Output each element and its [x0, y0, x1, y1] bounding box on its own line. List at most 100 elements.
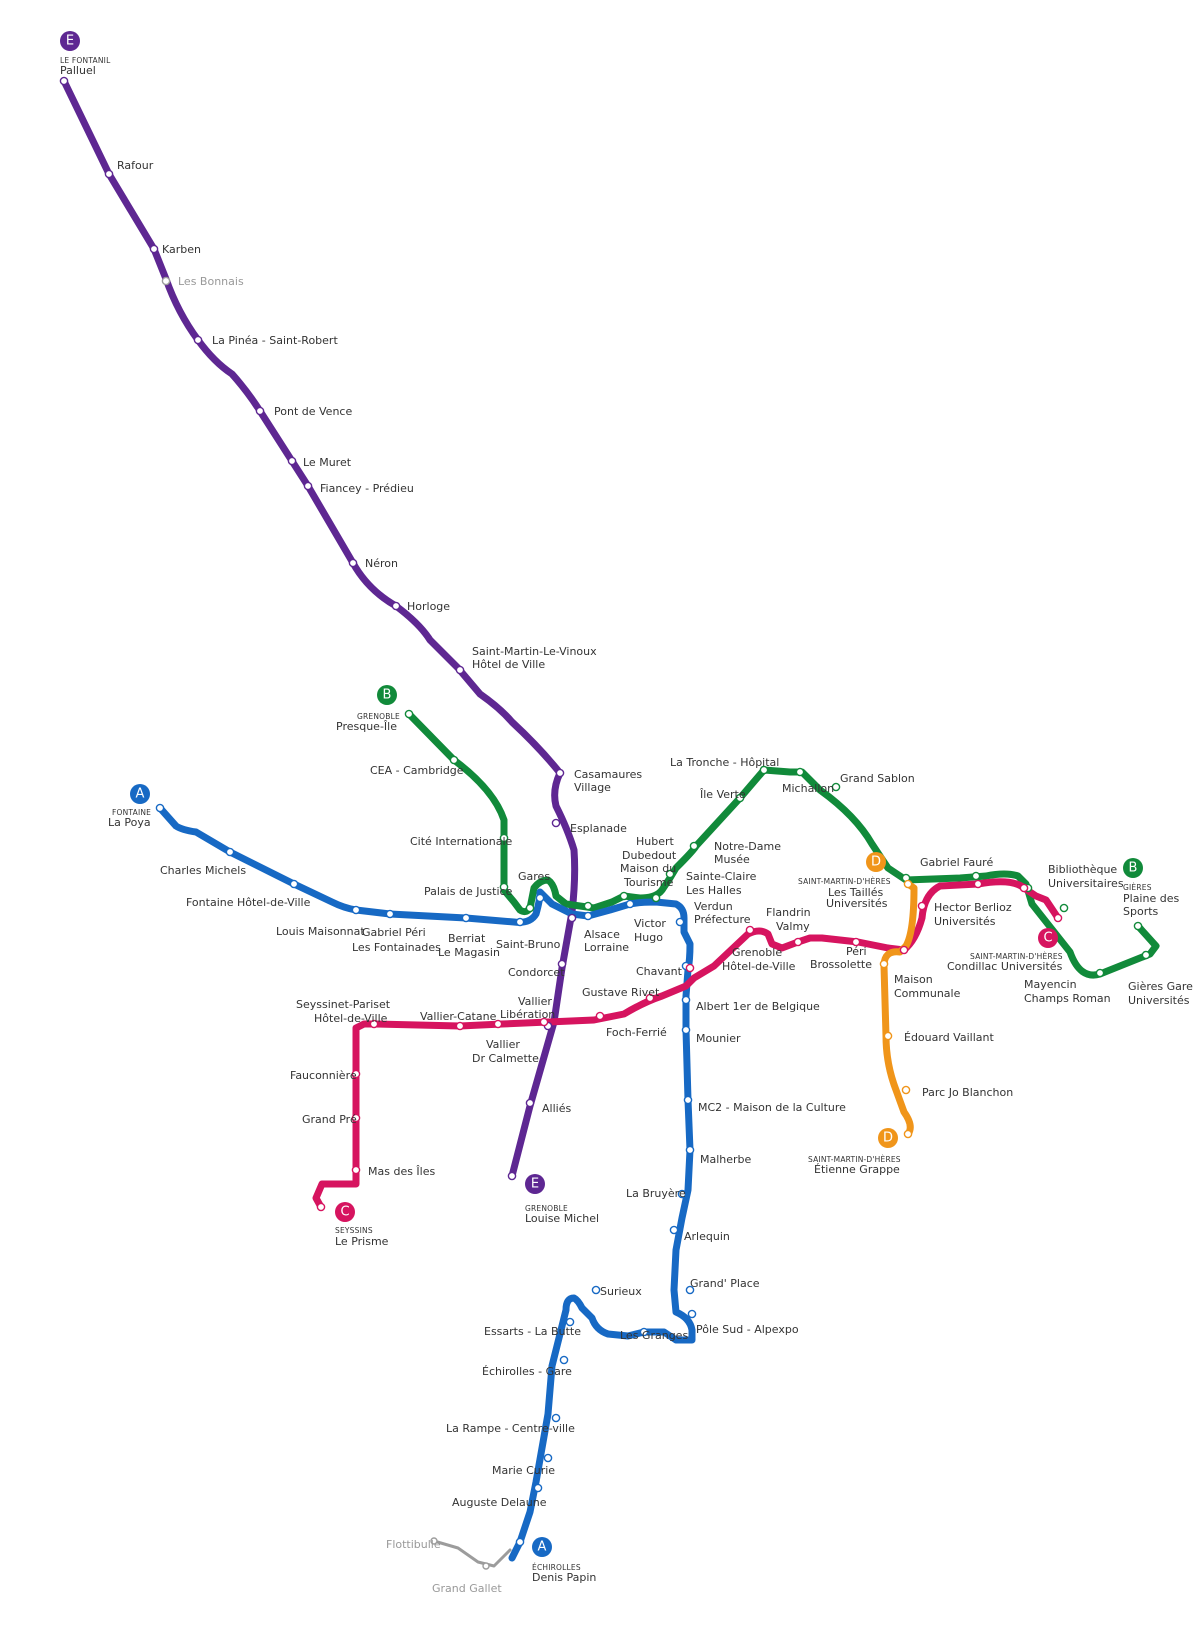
station-label[interactable]: Verdun [694, 900, 733, 913]
station-dot[interactable] [557, 959, 567, 969]
station-dot[interactable] [665, 869, 675, 879]
station-dot[interactable] [303, 481, 313, 491]
station-dot[interactable] [551, 1413, 561, 1423]
station-label[interactable]: Les Bonnais [178, 275, 244, 288]
station-label[interactable]: Saint-Martin-Le-Vinoux [472, 645, 597, 658]
station-label[interactable]: MC2 - Maison de la Culture [698, 1101, 846, 1114]
station-label[interactable]: Horloge [407, 600, 450, 613]
station-dot[interactable] [619, 891, 629, 901]
station-label[interactable]: Rafour [117, 159, 154, 172]
station-dot[interactable] [385, 909, 395, 919]
station-dot[interactable] [583, 911, 593, 921]
line-e-badge-north[interactable]: E [60, 31, 80, 51]
line-a-badge-north[interactable]: A [130, 784, 150, 804]
station-label[interactable]: Parc Jo Blanchon [922, 1086, 1013, 1099]
station-dot[interactable] [651, 893, 661, 903]
station-dot[interactable] [1019, 883, 1029, 893]
station-dot[interactable] [687, 1309, 697, 1319]
station-dot[interactable] [1053, 913, 1063, 923]
station-label[interactable]: Victor [634, 917, 666, 930]
station-dot[interactable] [316, 1202, 326, 1212]
station-dot[interactable] [681, 1025, 691, 1035]
station-dot[interactable] [903, 879, 913, 889]
station-label[interactable]: Grand Pré [302, 1113, 357, 1126]
station-dot[interactable] [533, 1483, 543, 1493]
station-dot[interactable] [669, 1225, 679, 1235]
station-label[interactable]: Gabriel Péri [362, 926, 426, 939]
station-dot[interactable] [455, 665, 465, 675]
station-label[interactable]: Michallon [782, 782, 834, 795]
line-e-badge-south[interactable]: E [525, 1174, 545, 1194]
station-label[interactable]: Hector Berlioz [934, 901, 1012, 914]
station-label[interactable]: Échirolles - Gare [482, 1365, 572, 1378]
station-dot[interactable] [683, 1095, 693, 1105]
station-label[interactable]: Vallier [486, 1038, 520, 1051]
station-label[interactable]: Maison [894, 973, 933, 986]
station-label[interactable]: Alsace [584, 928, 620, 941]
station-label[interactable]: Albert 1er de Belgique [696, 1000, 820, 1013]
station-dot[interactable] [793, 937, 803, 947]
station-label[interactable]: Cité Internationale [410, 835, 513, 848]
station-dot[interactable] [685, 1145, 695, 1155]
station-dot[interactable] [155, 803, 165, 813]
station-dot[interactable] [901, 1085, 911, 1095]
station-dot[interactable] [689, 841, 699, 851]
station-dot[interactable] [681, 995, 691, 1005]
station-label[interactable]: Berriat [448, 932, 486, 945]
station-dot[interactable] [879, 959, 889, 969]
line-c-badge-west[interactable]: C [335, 1202, 355, 1222]
station-dot[interactable] [255, 406, 265, 416]
station-dot[interactable] [461, 913, 471, 923]
station-label[interactable]: Gustave Rivet [582, 986, 660, 999]
station-label[interactable]: Mas des Îles [368, 1165, 436, 1178]
station-dot[interactable] [645, 993, 655, 1003]
station-dot[interactable] [595, 1011, 605, 1021]
terminus-name[interactable]: Condillac Universités [947, 960, 1063, 973]
station-dot[interactable] [493, 1019, 503, 1029]
line-a-badge-south[interactable]: A [532, 1537, 552, 1557]
station-dot[interactable] [289, 879, 299, 889]
station-label[interactable]: Fontaine Hôtel-de-Ville [186, 896, 311, 909]
station-label[interactable]: Vallier [518, 995, 552, 1008]
station-label[interactable]: Casamaures [574, 768, 642, 781]
station-label[interactable]: Néron [365, 557, 398, 570]
station-dot[interactable] [883, 1031, 893, 1041]
station-dot[interactable] [735, 793, 745, 803]
station-label[interactable]: Édouard Vaillant [904, 1031, 994, 1044]
station-dot[interactable] [917, 901, 927, 911]
station-dot[interactable] [351, 905, 361, 915]
station-label[interactable]: Pôle Sud - Alpexpo [696, 1323, 799, 1336]
station-label[interactable]: Île Verte [699, 788, 746, 801]
line-d-badge-south[interactable]: D [878, 1128, 898, 1148]
station-label[interactable]: Flottibulle [386, 1538, 441, 1551]
station-dot[interactable] [567, 913, 577, 923]
station-dot[interactable] [225, 847, 235, 857]
station-label[interactable]: Palais de Justice [424, 885, 513, 898]
station-dot[interactable] [543, 1453, 553, 1463]
station-label[interactable]: Bibliothèque [1048, 863, 1117, 876]
station-dot[interactable] [899, 945, 909, 955]
station-label[interactable]: Alliés [542, 1102, 571, 1115]
station-dot[interactable] [831, 782, 841, 792]
station-dot[interactable] [430, 1537, 438, 1545]
station-label[interactable]: La Bruyère [626, 1187, 686, 1200]
station-label[interactable]: La Pinéa - Saint-Robert [212, 334, 338, 347]
station-label[interactable]: Mayencin [1024, 978, 1077, 991]
station-label[interactable]: Auguste Delaune [452, 1496, 547, 1509]
station-label[interactable]: Fiancey - Prédieu [320, 482, 414, 495]
station-label[interactable]: La Rampe - Centre-ville [446, 1422, 575, 1435]
station-label[interactable]: Fauconnière [290, 1069, 357, 1082]
station-label[interactable]: Karben [162, 243, 201, 256]
station-label[interactable]: Esplanade [570, 822, 627, 835]
station-label[interactable]: Sainte-Claire [686, 870, 757, 883]
station-dot[interactable] [745, 925, 755, 935]
station-dot[interactable] [851, 937, 861, 947]
station-label[interactable]: Flandrin [766, 906, 811, 919]
station-label[interactable]: Grenoble [732, 946, 782, 959]
terminus-name[interactable]: Plaine des [1123, 892, 1179, 905]
station-dot[interactable] [369, 1019, 379, 1029]
station-dot[interactable] [515, 917, 525, 927]
station-dot[interactable] [559, 1355, 569, 1365]
terminus-name[interactable]: Étienne Grappe [814, 1163, 900, 1176]
station-label[interactable]: Charles Michels [160, 864, 246, 877]
